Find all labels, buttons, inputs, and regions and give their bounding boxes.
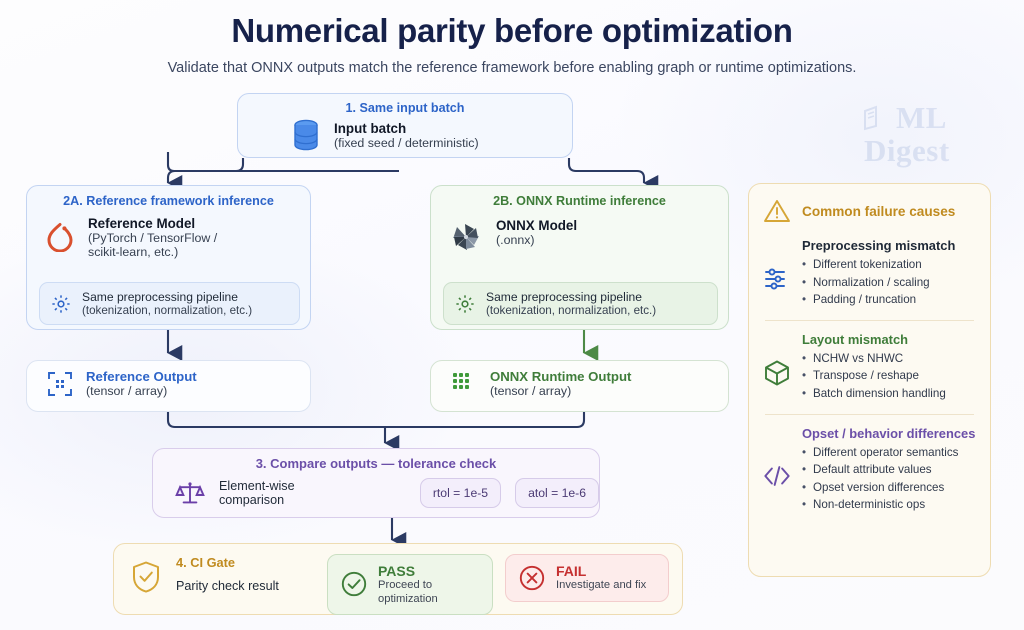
book-icon xyxy=(862,105,892,131)
warning-triangle-icon xyxy=(763,198,791,224)
watermark-line-1: ML xyxy=(896,100,947,135)
branch-a-title: Reference Model xyxy=(88,216,196,231)
database-icon xyxy=(290,118,322,152)
preprocessing-a-line1: Same preprocessing pipeline xyxy=(82,290,238,304)
x-circle-icon xyxy=(518,564,546,592)
node-compare-outputs[interactable]: 3. Compare outputs — tolerance check Ele… xyxy=(152,448,600,518)
sidebar-group-layout: Layout mismatch NCHW vs NHWC Transpose /… xyxy=(763,332,976,403)
compare-description: Element-wise comparison xyxy=(219,479,295,507)
sidebar-group-opset: Opset / behavior differences Different o… xyxy=(763,426,976,514)
onnx-output-title: ONNX Runtime Output xyxy=(490,369,632,384)
check-circle-icon xyxy=(340,570,368,598)
branch-a-subtitle-1: (PyTorch / TensorFlow / xyxy=(88,231,218,245)
chip-atol[interactable]: atol = 1e-6 xyxy=(515,478,599,508)
code-brackets-icon xyxy=(763,426,791,514)
sidebar-heading: Common failure causes xyxy=(802,203,956,219)
ci-gate-description: Parity check result xyxy=(176,579,279,593)
gear-icon xyxy=(50,293,72,315)
sidebar-heading-row: Common failure causes xyxy=(763,198,976,224)
branch-a-step-label: 2A. Reference framework inference xyxy=(63,194,274,208)
input-step-label: 1. Same input batch xyxy=(345,101,465,115)
list-item: NCHW vs NHWC xyxy=(802,350,946,368)
sidebar-group-title: Opset / behavior differences xyxy=(802,425,976,441)
fail-subtitle: Investigate and fix xyxy=(556,579,647,592)
list-item: Batch dimension handling xyxy=(802,385,946,403)
reference-output-subtitle: (tensor / array) xyxy=(86,384,168,398)
shield-check-icon xyxy=(130,554,162,594)
fail-title: FAIL xyxy=(556,563,587,579)
branch-a-subtitle-2: scikit-learn, etc.) xyxy=(88,245,179,259)
list-item: Normalization / scaling xyxy=(802,274,955,292)
scales-icon xyxy=(175,478,205,508)
node-onnx-inference[interactable]: 2B. ONNX Runtime inference xyxy=(430,185,729,330)
page-subtitle: Validate that ONNX outputs match the ref… xyxy=(167,60,857,76)
branch-b-title: ONNX Model xyxy=(496,218,578,233)
tensor-grid-icon xyxy=(451,371,477,397)
cube-icon xyxy=(763,332,791,403)
page-title: Numerical parity before optimization xyxy=(231,12,793,49)
sidebar-group-list: NCHW vs NHWC Transpose / reshape Batch d… xyxy=(802,350,946,403)
node-ci-gate[interactable]: 4. CI Gate Parity check result PASS Proc… xyxy=(113,543,683,615)
input-subtitle: (fixed seed / deterministic) xyxy=(334,135,479,150)
chip-rtol[interactable]: rtol = 1e-5 xyxy=(419,478,502,508)
list-item: Default attribute values xyxy=(802,461,975,479)
sliders-icon xyxy=(763,238,791,309)
node-input-batch[interactable]: 1. Same input batch Input batch (fixed s… xyxy=(237,93,573,158)
list-item: Opset version differences xyxy=(802,479,975,497)
sidebar-group-list: Different operator semantics Default att… xyxy=(802,444,975,514)
list-item: Padding / truncation xyxy=(802,291,955,309)
preprocessing-b-line2: (tokenization, normalization, etc.) xyxy=(486,304,657,317)
divider xyxy=(765,413,974,415)
preprocessing-pill-a[interactable]: Same preprocessing pipeline (tokenizatio… xyxy=(39,282,300,325)
node-reference-inference[interactable]: 2A. Reference framework inference Refere… xyxy=(26,185,311,330)
preprocessing-pill-b[interactable]: Same preprocessing pipeline (tokenizatio… xyxy=(443,282,718,325)
watermark-ml-digest: ML Digest xyxy=(862,102,1002,176)
list-item: Transpose / reshape xyxy=(802,367,946,385)
sidebar-group-title: Preprocessing mismatch xyxy=(802,238,956,253)
result-pass[interactable]: PASS Proceed to optimization xyxy=(327,554,493,615)
compare-step-label: 3. Compare outputs — tolerance check xyxy=(255,456,497,471)
watermark-line-2: Digest xyxy=(864,133,950,168)
preprocessing-a-line2: (tokenization, normalization, etc.) xyxy=(82,304,253,317)
onnx-pinwheel-icon xyxy=(449,218,483,254)
divider xyxy=(765,319,974,321)
branch-b-subtitle: (.onnx) xyxy=(496,233,535,247)
list-item: Different operator semantics xyxy=(802,444,975,462)
result-fail[interactable]: FAIL Investigate and fix xyxy=(505,554,669,602)
list-item: Non-deterministic ops xyxy=(802,496,975,514)
preprocessing-b-line1: Same preprocessing pipeline xyxy=(486,290,642,304)
node-onnx-output[interactable]: ONNX Runtime Output (tensor / array) xyxy=(430,360,729,412)
onnx-output-subtitle: (tensor / array) xyxy=(490,384,572,398)
sidebar-group-preprocessing: Preprocessing mismatch Different tokeniz… xyxy=(763,238,976,309)
pytorch-icon xyxy=(45,216,75,252)
reference-output-title: Reference Output xyxy=(86,369,197,384)
input-title: Input batch xyxy=(334,120,407,136)
pass-title: PASS xyxy=(378,563,416,579)
branch-b-step-label: 2B. ONNX Runtime inference xyxy=(493,194,666,208)
sidebar-group-list: Different tokenization Normalization / s… xyxy=(802,256,955,309)
sidebar-common-failure-causes: Common failure causes Preprocessing mism… xyxy=(748,183,991,577)
pass-subtitle: Proceed to optimization xyxy=(378,579,438,605)
ci-gate-step-label: 4. CI Gate xyxy=(176,555,236,570)
gear-icon xyxy=(454,293,476,315)
node-reference-output[interactable]: Reference Output (tensor / array) xyxy=(26,360,311,412)
list-item: Different tokenization xyxy=(802,256,955,274)
tensor-grid-icon xyxy=(47,371,73,397)
sidebar-group-title: Layout mismatch xyxy=(802,331,909,347)
